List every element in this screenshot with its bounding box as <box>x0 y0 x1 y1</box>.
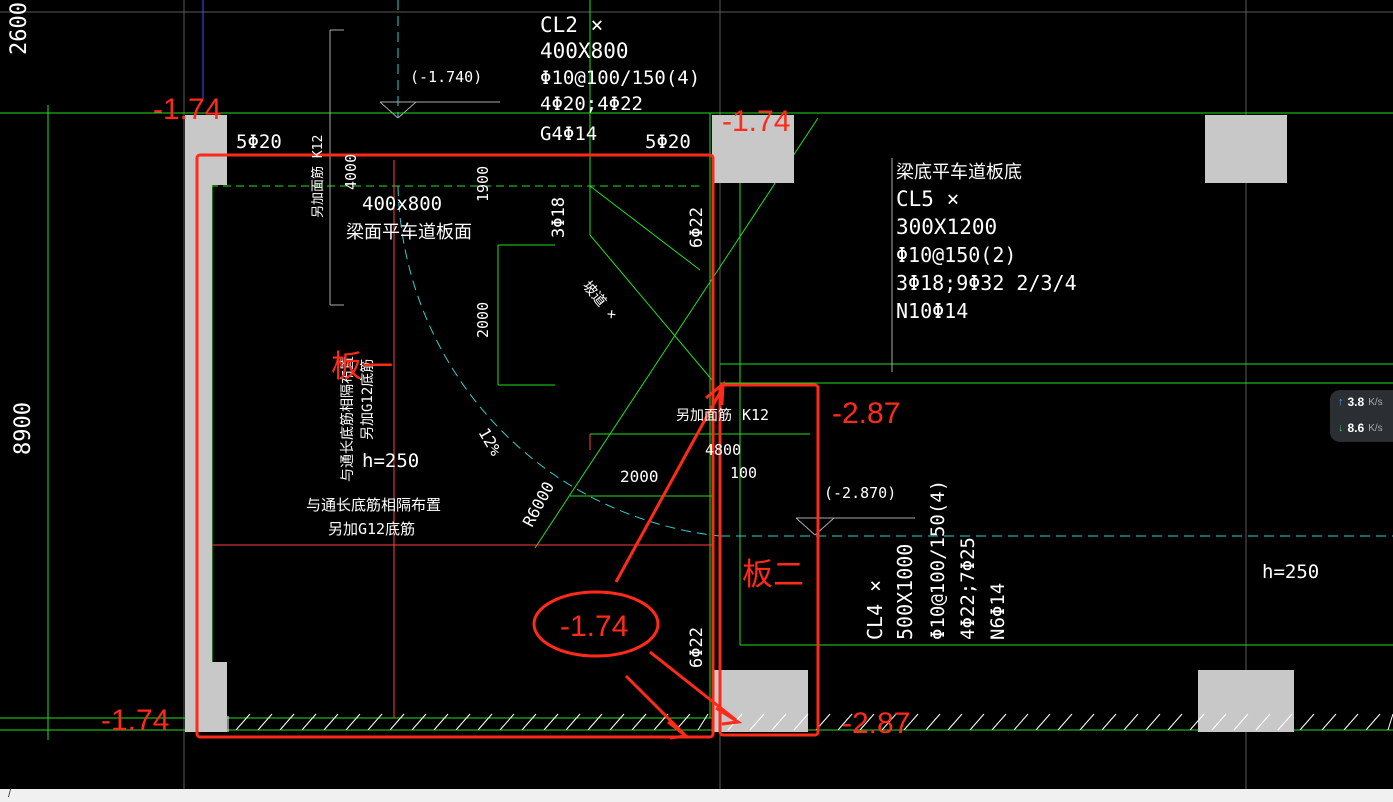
download-speed: 8.6 <box>1347 421 1365 435</box>
left-beam-note: 梁面平车道板面 <box>346 222 472 243</box>
cl5-name: CL5 × <box>896 187 959 211</box>
cl2-side: G4Φ14 <box>540 123 597 145</box>
markup-elev-bottom-right: -2.87 <box>842 707 910 740</box>
h250-left: h=250 <box>362 450 419 472</box>
rebar-5phi20-b: 5Φ20 <box>645 131 691 153</box>
cl2-name: CL2 × <box>540 13 603 37</box>
rebar-3phi18: 3Φ18 <box>549 197 569 238</box>
markup-shapes <box>195 153 820 740</box>
note-vertical-2: 另加G12底筋 <box>359 359 376 440</box>
left-beam-size: 400x800 <box>362 193 442 215</box>
upload-unit: K/s <box>1368 396 1383 408</box>
note-horizontal-2: 另加G12底筋 <box>328 520 415 538</box>
network-speed-widget[interactable]: ↑ 3.8 K/s ↓ 8.6 K/s <box>1330 390 1393 442</box>
dim-2000-h: 2000 <box>620 467 659 486</box>
markup-elev-circled: -1.74 <box>560 610 628 643</box>
dim-left-mid: 8900 <box>11 402 36 455</box>
download-unit: K/s <box>1368 422 1383 434</box>
cl5-size: 300X1200 <box>896 215 997 239</box>
markup-elev-top-center: -1.74 <box>722 105 790 138</box>
dim-2000-v: 2000 <box>474 302 492 338</box>
cl2-stirrup: Φ10@100/150(4) <box>540 67 700 89</box>
markup-elev-top-left: -1.74 <box>153 93 221 126</box>
cl4-stirrup: Φ10@100/150(4) <box>927 480 949 640</box>
cl5-note: 梁底平车道板底 <box>896 162 1022 183</box>
dim-1900: 1900 <box>474 166 492 202</box>
cl4-side: N6Φ14 <box>987 583 1009 640</box>
status-text: / <box>8 788 12 800</box>
download-arrow-icon: ↓ <box>1338 422 1344 434</box>
rebar-5phi20-a: 5Φ20 <box>236 131 282 153</box>
slope-label: 12% <box>475 425 506 460</box>
markup-elev-right: -2.87 <box>832 397 900 430</box>
axis-dashed <box>397 0 1393 537</box>
elev-2870: (-2.870) <box>824 484 896 502</box>
cl4-bars: 4Φ22;7Φ25 <box>957 537 979 640</box>
ramp-label: 坡道 × <box>579 278 620 323</box>
upload-arrow-icon: ↑ <box>1338 396 1344 408</box>
extra-k12-vertical: 另加面筋 K12 <box>310 135 326 218</box>
cl5-stirrup: Φ10@150(2) <box>896 243 1016 267</box>
markup-slab-2: 板二 <box>742 557 804 593</box>
cl5-bars: 3Φ18;9Φ32 2/3/4 <box>896 271 1077 295</box>
k12-label: K12 <box>742 406 769 424</box>
dim-100: 100 <box>730 464 757 482</box>
cl4-size: 500X1000 <box>893 544 917 640</box>
dim-left-top: 2600 <box>7 2 32 55</box>
h250-right: h=250 <box>1262 561 1319 583</box>
extra-k12-label: 另加面筋 <box>676 407 732 424</box>
wall-hatch <box>227 713 1393 732</box>
markup-slab-1: 板一 <box>331 349 393 385</box>
rebar-6phi22-a: 6Φ22 <box>687 207 707 248</box>
dim-4000: 4000 <box>342 154 360 190</box>
upload-speed: 3.8 <box>1347 395 1365 409</box>
markup-elev-bottom-left: -1.74 <box>101 704 169 737</box>
cl4-name: CL4 × <box>863 580 887 640</box>
elev-1740: (-1.740) <box>410 68 482 86</box>
dim-4800: 4800 <box>705 441 741 459</box>
status-bar: / <box>0 788 1393 802</box>
cl2-size: 400X800 <box>540 39 629 63</box>
note-vertical-1: 与通长底筋相隔布置 <box>339 356 356 482</box>
cl2-bars: 4Φ20;4Φ22 <box>540 93 643 115</box>
cl5-side: N10Φ14 <box>896 299 968 323</box>
note-horizontal-1: 与通长底筋相隔布置 <box>306 496 441 514</box>
rebar-6phi22-b: 6Φ22 <box>687 627 707 668</box>
